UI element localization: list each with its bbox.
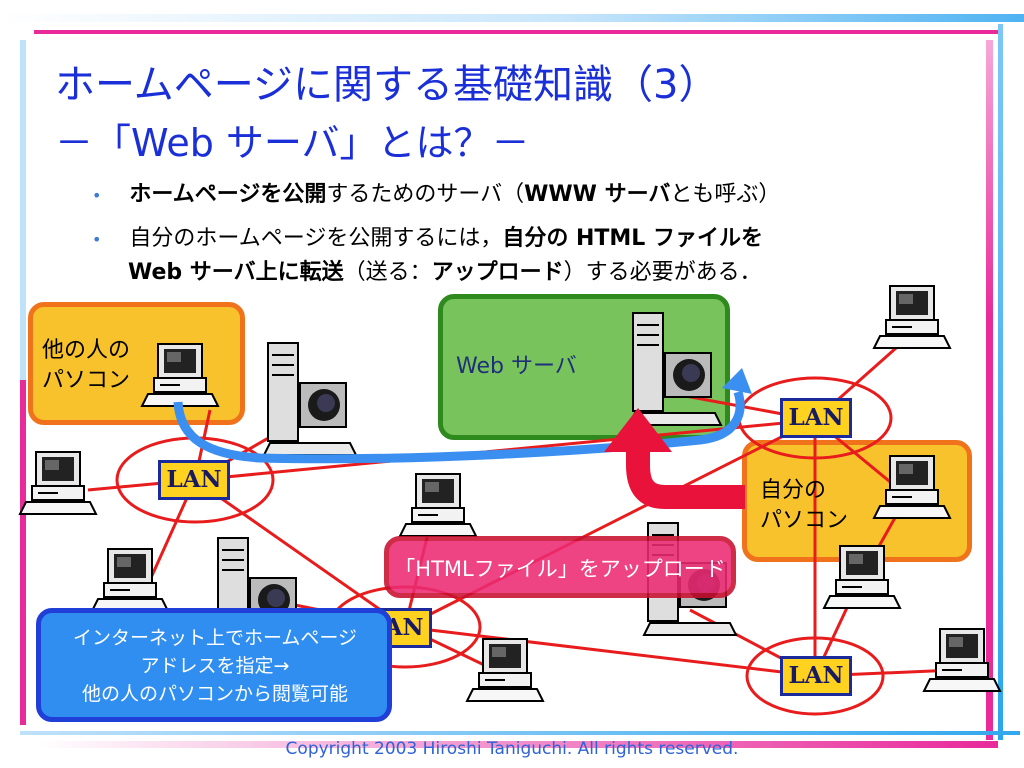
view-callout bbox=[36, 608, 392, 722]
my-pc-label: 自分の パソコン bbox=[760, 476, 848, 536]
right-blue-bar bbox=[998, 24, 1003, 740]
view-label-line2: アドレスを指定→ bbox=[140, 655, 290, 677]
view-label-line3: 他の人のパソコンから閲覧可能 bbox=[81, 683, 348, 705]
bullet-3-bold: Web サーバ上に転送 bbox=[128, 260, 344, 285]
bottom-blue-line bbox=[20, 731, 1020, 735]
bullet-2-bold: 自分の HTML ファイルを bbox=[502, 226, 763, 251]
bullet-dot: • bbox=[92, 230, 102, 249]
bullet-1-text-b: とも呼ぶ） bbox=[670, 182, 781, 207]
pc-icon bbox=[399, 473, 477, 537]
pc-icon bbox=[466, 638, 544, 702]
upload-arrow-path bbox=[626, 450, 745, 509]
bullet-2-text: 自分のホームページを公開するには， bbox=[129, 226, 503, 251]
web-server-label: Web サーバ bbox=[456, 354, 577, 379]
slide-title: ホームページに関する基礎知識（3） bbox=[55, 62, 719, 108]
other-pc-label-line2: パソコン bbox=[42, 368, 131, 393]
bullet-2-continued: Web サーバ上に転送（送る：アップロード）する必要がある． bbox=[128, 254, 762, 286]
my-pc-icon bbox=[873, 455, 951, 519]
right-accent-bar bbox=[986, 40, 993, 740]
top-accent-line bbox=[34, 30, 999, 34]
my-pc-label-line1: 自分の bbox=[760, 478, 827, 503]
lan-label: LAN bbox=[158, 460, 230, 500]
bullet-dot: • bbox=[92, 186, 102, 205]
my-pc-label-line2: パソコン bbox=[760, 508, 849, 533]
copyright-footer: Copyright 2003 Hiroshi Taniguchi. All ri… bbox=[285, 739, 739, 759]
lan-label: LAN bbox=[780, 398, 852, 438]
other-pc-icon bbox=[141, 343, 219, 407]
server-icon bbox=[263, 342, 357, 456]
upload-callout bbox=[384, 536, 736, 598]
bullet-1-text: するためのサーバ（ bbox=[326, 182, 525, 207]
left-accent-bar bbox=[20, 380, 26, 725]
pc-icon bbox=[873, 285, 951, 349]
view-arrow-path bbox=[173, 390, 745, 464]
upload-arrow-head bbox=[604, 408, 672, 452]
other-pc-label: 他の人の パソコン bbox=[42, 336, 130, 396]
lan-label: LAN bbox=[780, 656, 852, 696]
bullet-1-bold-b: WWW サーバ bbox=[524, 182, 671, 207]
view-label-line1: インターネット上でホームページ bbox=[72, 627, 358, 649]
bullet-1: • ホームページを公開するためのサーバ（WWW サーバとも呼ぶ） bbox=[92, 176, 780, 208]
bullet-3-bold-b: アップロード bbox=[431, 260, 564, 285]
other-pc-label-line1: 他の人の bbox=[42, 338, 131, 363]
bullet-3-text-b: ）する必要がある． bbox=[563, 260, 762, 285]
pc-icon bbox=[91, 548, 169, 612]
top-gradient-bar bbox=[0, 14, 1024, 22]
pc-icon bbox=[923, 628, 1001, 692]
pc-icon bbox=[19, 451, 97, 515]
bullet-1-bold: ホームページを公開 bbox=[129, 182, 327, 207]
slide-subtitle: －「Web サーバ」とは？－ bbox=[55, 121, 530, 165]
bottom-accent-line bbox=[36, 741, 998, 748]
pc-icon bbox=[823, 545, 901, 609]
web-server-icon bbox=[628, 312, 722, 426]
bullet-3-text: （送る： bbox=[343, 260, 432, 285]
upload-label: 「HTMLファイル」をアップロード bbox=[394, 557, 726, 581]
bullet-2: • 自分のホームページを公開するには，自分の HTML ファイルを bbox=[92, 220, 763, 252]
view-label: インターネット上でホームページ アドレスを指定→ 他の人のパソコンから閲覧可能 bbox=[40, 624, 390, 708]
view-arrow-head bbox=[722, 368, 752, 394]
